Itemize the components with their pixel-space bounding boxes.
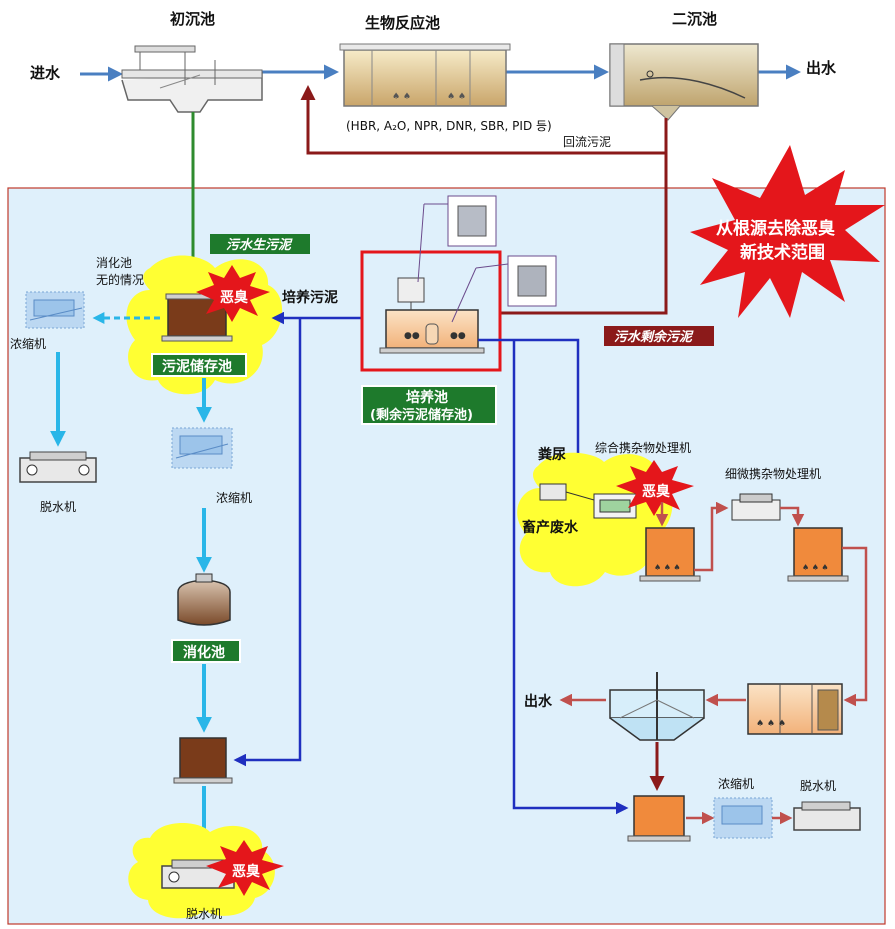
manure-label: 粪尿 — [538, 446, 566, 463]
callout-line2: 新技术范围 — [740, 242, 825, 263]
culture-label-box — [361, 385, 497, 425]
raw-sludge-tag: 污水生污泥 — [210, 234, 310, 254]
digester-icon — [177, 573, 231, 626]
inflow-label: 进水 — [30, 64, 61, 82]
svg-text:♠ ♠ ♠: ♠ ♠ ♠ — [654, 563, 681, 572]
secondary-tank-icon — [609, 43, 759, 121]
process-list: (HBR, A₂O, NPR, DNR, SBR, PID 등) — [346, 119, 552, 133]
fine-screen-label: 细微携杂物处理机 — [725, 466, 821, 481]
callout-line1: 从根源去除恶臭 — [716, 218, 835, 239]
svg-text:污水生污泥: 污水生污泥 — [226, 237, 293, 253]
dewater-c-icon — [793, 801, 861, 831]
dewater-c-label: 脱水机 — [800, 778, 836, 793]
svg-text:●●: ●● — [450, 331, 466, 341]
primary-tank-title: 初沉池 — [170, 10, 215, 28]
tank2-to-bio-arrow — [842, 546, 868, 707]
culture-label-2: (剩余污泥储存池) — [370, 407, 473, 423]
outflow-2-label: 出水 — [524, 693, 553, 710]
culture-to-pretreat-line — [478, 338, 585, 477]
svg-text:恶臭: 恶臭 — [220, 289, 249, 306]
dewater-b-icon — [161, 859, 235, 889]
bio-reactor-icon: ♠ ♠ ♠ ♠ — [339, 43, 511, 107]
top-process: 初沉池 生物反应池 二沉池 进水 出水 ♠ ♠ ♠ ♠ — [30, 10, 837, 155]
no-digester-line1: 消化池 — [96, 256, 132, 270]
fine-screen-to-tank2-arrow — [780, 506, 805, 527]
primary-tank-icon — [121, 45, 263, 113]
pretreat-machine-icon — [539, 483, 637, 519]
return-sludge-label: 回流污泥 — [563, 135, 611, 149]
right-sludge-tank — [627, 795, 691, 842]
thickener-b-label: 浓缩机 — [216, 490, 252, 505]
svg-text:●●: ●● — [404, 331, 420, 341]
fine-screen-icon — [731, 493, 781, 521]
digester-label: 消化池 — [183, 644, 225, 661]
svg-text:恶臭: 恶臭 — [642, 483, 671, 500]
odor-burst-2: 恶臭 — [206, 840, 284, 896]
bio-reactor-title: 生物反应池 — [365, 14, 440, 32]
svg-text:♠ ♠: ♠ ♠ — [447, 92, 466, 102]
thickener-b-icon — [171, 427, 233, 469]
no-digester-line2: 无的情况 — [96, 272, 144, 287]
odor-callout: 从根源去除恶臭 新技术范围 — [690, 145, 885, 318]
livestock-clarifier — [609, 672, 705, 741]
livestock-bio-tank: ♠ ♠ ♠ — [747, 683, 843, 735]
screen-tank-1: ♠ ♠ ♠ — [639, 527, 701, 582]
return-sludge-line — [300, 85, 668, 155]
svg-text:恶臭: 恶臭 — [232, 863, 261, 880]
outflow-label: 出水 — [806, 59, 837, 77]
digester-label-box — [171, 639, 241, 663]
secondary-tank-title: 二沉池 — [672, 10, 717, 28]
culture-to-sludge-tank-line — [512, 340, 629, 815]
dewater-b-label: 脱水机 — [186, 906, 222, 921]
thickener-c-icon — [713, 797, 773, 839]
culture-label-1: 培养池 — [406, 389, 448, 406]
dewater-a-icon — [19, 451, 97, 483]
pretreat-label: 综合携杂物处理机 — [595, 440, 691, 455]
equipment-photo-1 — [417, 195, 497, 283]
thickener-a-label: 浓缩机 — [10, 336, 46, 351]
thickener-c-label: 浓缩机 — [718, 776, 754, 791]
storage-label: 污泥储存池 — [162, 358, 232, 375]
culture-tank-icon: ●● ●● — [379, 277, 485, 354]
livestock-label: 畜产废水 — [522, 519, 579, 536]
culture-sludge-label: 培养污泥 — [282, 289, 338, 306]
screen-tank-2: ♠ ♠ ♠ — [787, 527, 849, 582]
culture-to-post-digest-line — [233, 318, 302, 767]
svg-text:♠ ♠ ♠: ♠ ♠ ♠ — [802, 563, 829, 572]
dewater-a-label: 脱水机 — [40, 499, 76, 514]
excess-sludge-line — [485, 153, 668, 321]
odor-burst-1: 恶臭 — [196, 265, 270, 322]
tank1-to-fine-screen-arrow — [694, 501, 729, 572]
svg-text:污水剩余污泥: 污水剩余污泥 — [614, 329, 694, 345]
equipment-photo-2 — [451, 255, 557, 323]
svg-text:♠ ♠: ♠ ♠ — [392, 92, 411, 102]
svg-text:♠ ♠ ♠: ♠ ♠ ♠ — [756, 719, 786, 729]
odor-burst-3: 恶臭 — [616, 460, 694, 516]
post-digest-tank — [173, 737, 233, 784]
storage-label-box — [151, 353, 247, 377]
excess-sludge-tag: 污水剩余污泥 — [604, 326, 714, 346]
thickener-a-icon — [25, 291, 85, 329]
